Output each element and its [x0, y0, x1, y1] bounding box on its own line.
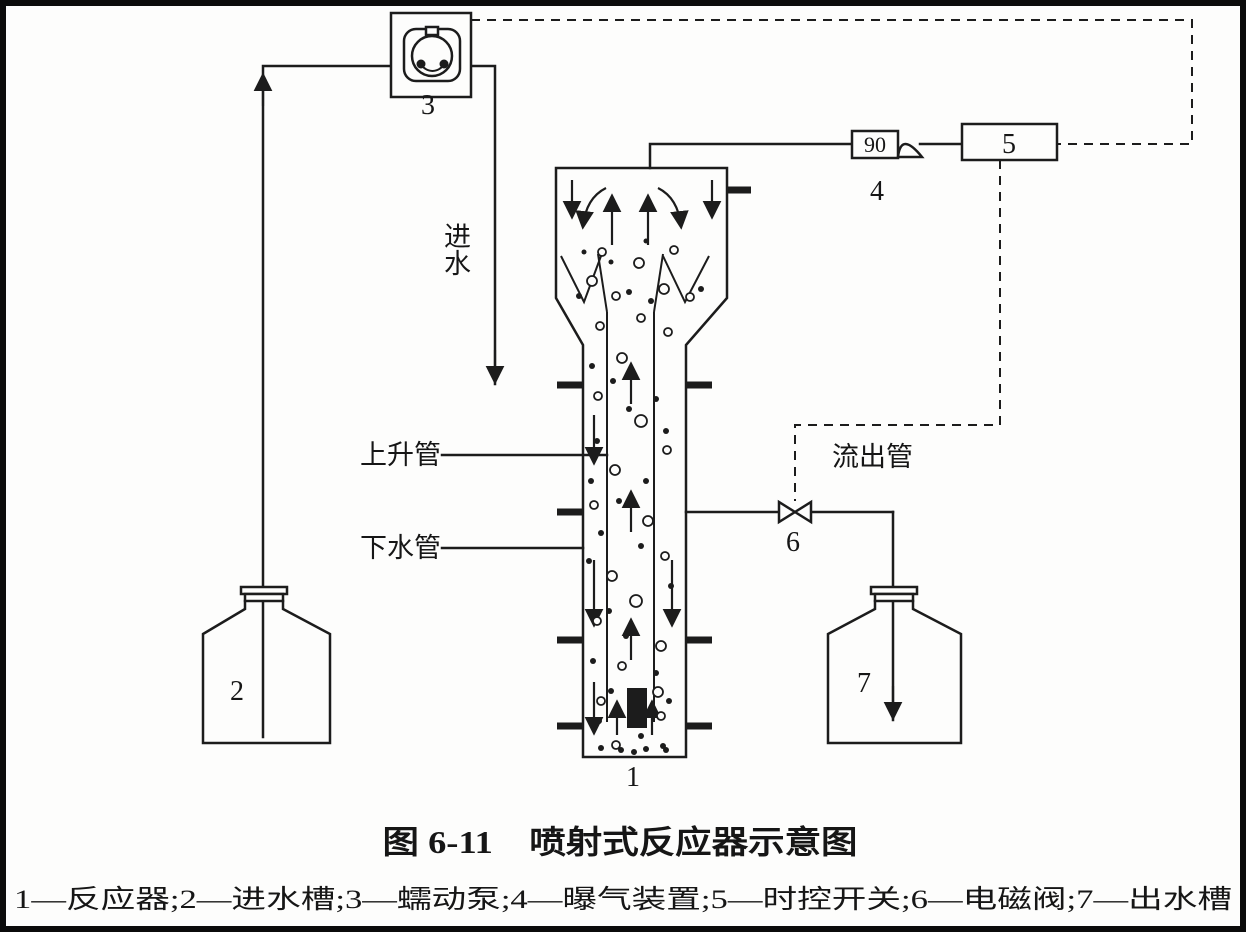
- solenoid-valve: [777, 499, 813, 525]
- aeration-device: [850, 129, 925, 160]
- tank-neck: [873, 592, 915, 603]
- pump-roller: [416, 59, 426, 69]
- bubbles: [576, 238, 704, 755]
- pump-roller: [439, 59, 449, 69]
- support-stubs: [557, 381, 712, 730]
- riser-pipe-label: 上升管: [360, 440, 441, 470]
- reactor-shell: [554, 166, 729, 759]
- inlet-suction-pipe: [261, 64, 393, 739]
- peristaltic-pump: [389, 11, 473, 99]
- outlet-tank: [826, 585, 963, 745]
- flow-arrows: [562, 180, 722, 736]
- draft-tube: [597, 253, 664, 722]
- inlet-water-label: 进水: [440, 222, 470, 276]
- figure-legend: 1—反应器;2—进水槽;3—蠕动泵;4—曝气装置;5—时控开关;6—电磁阀;7—…: [14, 885, 1232, 914]
- pump-number: 3: [421, 90, 435, 121]
- inlet-feed-pipe: [469, 64, 497, 386]
- piping: [253, 19, 1193, 739]
- reactor-number: 1: [626, 762, 640, 793]
- air-pipe: [648, 142, 854, 170]
- timer-switch: [960, 122, 1059, 162]
- reactor: [554, 166, 751, 759]
- pump-control-dashed-line: [471, 19, 1193, 145]
- outlet-tank-number: 7: [857, 668, 871, 699]
- timer-switch-number: 5: [1002, 129, 1016, 160]
- inlet-tank-number: 2: [230, 676, 244, 707]
- pump-notch: [424, 25, 440, 37]
- inlet-tank: [201, 585, 332, 745]
- valve-control-dashed-line: [794, 160, 1001, 501]
- separator-baffles: [560, 255, 710, 305]
- outlet-pipe-label: 流出管: [832, 442, 913, 472]
- aerator-dome: [896, 142, 925, 159]
- valve-number: 6: [786, 527, 800, 558]
- tank-neck: [243, 592, 285, 603]
- figure-title: 图 6-11 喷射式反应器示意图: [383, 824, 858, 860]
- air-diffuser: [627, 688, 647, 728]
- aerator-number: 4: [870, 176, 884, 207]
- aerator-display: 90: [864, 132, 886, 157]
- downcomer-pipe-label: 下水管: [360, 533, 441, 563]
